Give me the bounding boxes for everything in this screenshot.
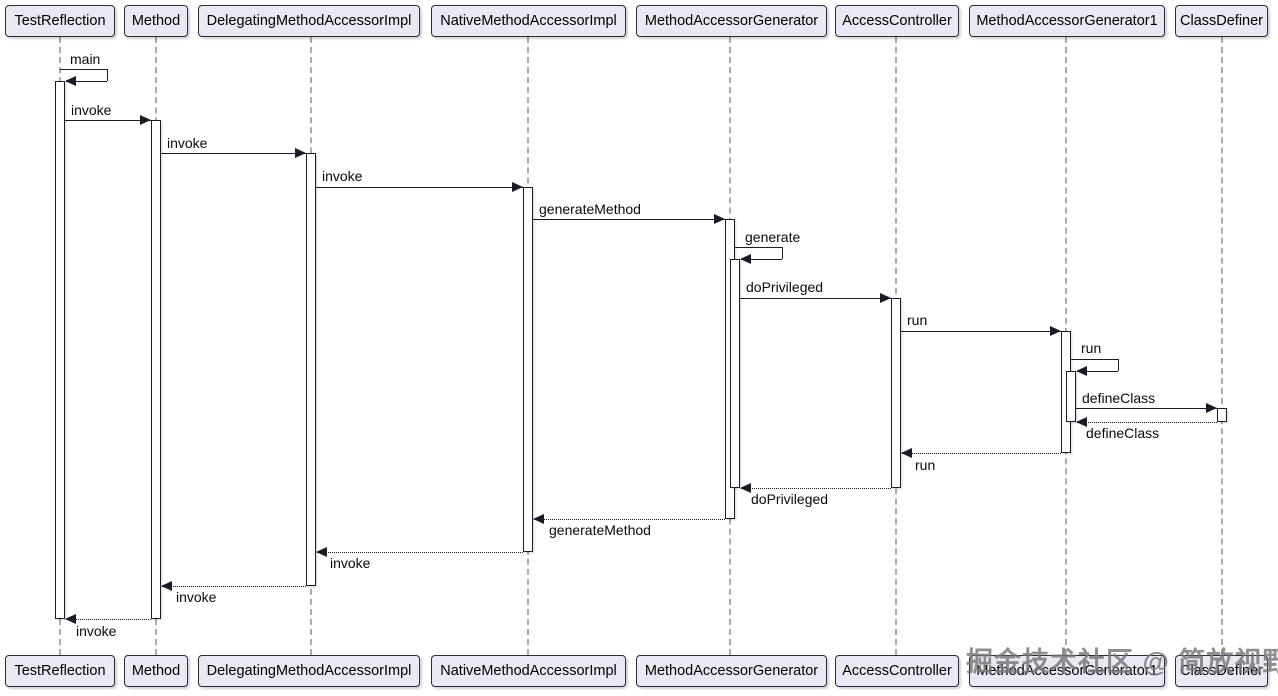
message-doprivileged-label: doPrivileged [746,279,824,295]
message-generate-arrowhead [740,254,751,264]
message-defineclass-return-arrowhead [1076,417,1087,427]
message-invoke2-line [161,153,306,154]
message-defineclass-arrowhead [1206,403,1217,413]
participant-label: Method [131,13,181,29]
participant-bottom-classdefiner: ClassDefiner [1175,655,1268,687]
participant-bottom-method: Method [124,655,188,687]
participant-top-method: Method [124,5,188,37]
message-run-line [901,331,1061,332]
message-invoke3-arrowhead [512,182,523,192]
message-invoke-return1-line [317,552,523,553]
message-invoke-return1-arrowhead [316,547,327,557]
message-invoke1-line [65,120,151,121]
participant-label: AccessController [842,663,952,679]
message-run-return-arrowhead [901,448,912,458]
participant-label: DelegatingMethodAccessorImpl [206,663,412,679]
participant-top-nativemethodaccessorimpl: NativeMethodAccessorImpl [431,5,626,37]
message-doprivileged-return-arrowhead [740,483,751,493]
message-defineclass-return-label: defineClass [1086,425,1160,441]
participant-label: Method [131,663,181,679]
message-generatemethod-return-arrowhead [533,514,544,524]
activation-testreflection [55,81,65,619]
participant-bottom-delegatingmethodaccessorimpl: DelegatingMethodAccessorImpl [198,655,420,687]
message-generatemethod-return-line [534,519,725,520]
participant-label: NativeMethodAccessorImpl [440,663,617,679]
message-run-self-line-right [1118,359,1119,371]
participant-label: MethodAccessorGenerator [644,13,819,29]
message-run-label: run [907,312,928,328]
message-main-arrowhead [65,76,76,86]
participant-bottom-testreflection: TestReflection [5,655,115,687]
participant-bottom-methodaccessorgenerator: MethodAccessorGenerator [636,655,827,687]
participant-label: MethodAccessorGenerator1 [976,663,1158,679]
message-main-self-line-bottom [66,81,107,82]
message-invoke-return3-line [66,619,151,620]
participant-label: DelegatingMethodAccessorImpl [206,13,412,29]
participant-label: TestReflection [14,663,106,679]
participant-label: ClassDefiner [1180,13,1263,29]
message-generatemethod-line [533,219,725,220]
message-generate-label: generate [745,229,801,245]
message-run-self-label: run [1081,340,1102,356]
message-run-self-line-bottom [1077,371,1118,372]
message-defineclass-line [1076,408,1217,409]
activation-methodaccessorgenerator1-nested [1066,371,1076,422]
participant-label: AccessController [842,13,952,29]
message-generatemethod-return-label: generateMethod [549,522,651,538]
participant-bottom-accesscontroller: AccessController [835,655,959,687]
participant-top-accesscontroller: AccessController [835,5,959,37]
message-invoke-return2-label: invoke [176,589,217,605]
message-invoke1-arrowhead [140,115,151,125]
participant-label: MethodAccessorGenerator [644,663,819,679]
participant-label: ClassDefiner [1180,663,1263,679]
message-generate-self-line-top [735,247,782,248]
message-invoke-return3-label: invoke [76,623,117,639]
message-invoke3-label: invoke [322,168,363,184]
message-run-self-arrowhead [1076,366,1087,376]
message-defineclass-return-line [1077,422,1217,423]
lifeline-classdefiner [1221,37,1223,655]
participant-bottom-nativemethodaccessorimpl: NativeMethodAccessorImpl [431,655,626,687]
message-invoke-return2-line [162,586,306,587]
message-defineclass-label: defineClass [1082,390,1156,406]
message-invoke2-arrowhead [295,148,306,158]
message-invoke-return3-arrowhead [65,614,76,624]
activation-delegatingmethodaccessorimpl [306,153,316,586]
activation-nativemethodaccessorimpl [523,187,533,552]
message-main-self-line-right [107,69,108,81]
activation-methodaccessorgenerator-nested [730,259,740,488]
participant-label: TestReflection [14,13,106,29]
message-run-return-label: run [915,457,936,473]
participant-top-methodaccessorgenerator1: MethodAccessorGenerator1 [969,5,1165,37]
message-main-self-line-top [60,69,107,70]
message-invoke2-label: invoke [167,135,208,151]
watermark-text: 掘金技术社区 @ 简放视野 [966,647,1278,677]
activation-method [151,120,161,619]
participant-bottom-methodaccessorgenerator1: MethodAccessorGenerator1 [969,655,1165,687]
participant-top-classdefiner: ClassDefiner [1175,5,1268,37]
message-doprivileged-return-line [741,488,891,489]
activation-accesscontroller [891,298,901,488]
message-doprivileged-arrowhead [880,293,891,303]
message-main-label: main [70,51,101,67]
message-doprivileged-line [740,298,891,299]
participant-label: MethodAccessorGenerator1 [976,13,1158,29]
participant-label: NativeMethodAccessorImpl [440,13,617,29]
message-invoke3-line [316,187,523,188]
activation-classdefiner [1217,408,1227,422]
message-run-arrowhead [1050,326,1061,336]
participant-top-testreflection: TestReflection [5,5,115,37]
message-run-return-line [902,453,1061,454]
message-invoke1-label: invoke [71,102,112,118]
participant-top-delegatingmethodaccessorimpl: DelegatingMethodAccessorImpl [198,5,420,37]
message-doprivileged-return-label: doPrivileged [751,491,829,507]
message-generate-self-line-right [782,247,783,259]
message-invoke-return2-arrowhead [161,581,172,591]
message-invoke-return1-label: invoke [330,555,371,571]
message-run-self-line-top [1071,359,1118,360]
message-generatemethod-label: generateMethod [539,201,641,217]
message-generate-self-line-bottom [741,259,782,260]
message-generatemethod-arrowhead [714,214,725,224]
participant-top-methodaccessorgenerator: MethodAccessorGenerator [636,5,827,37]
